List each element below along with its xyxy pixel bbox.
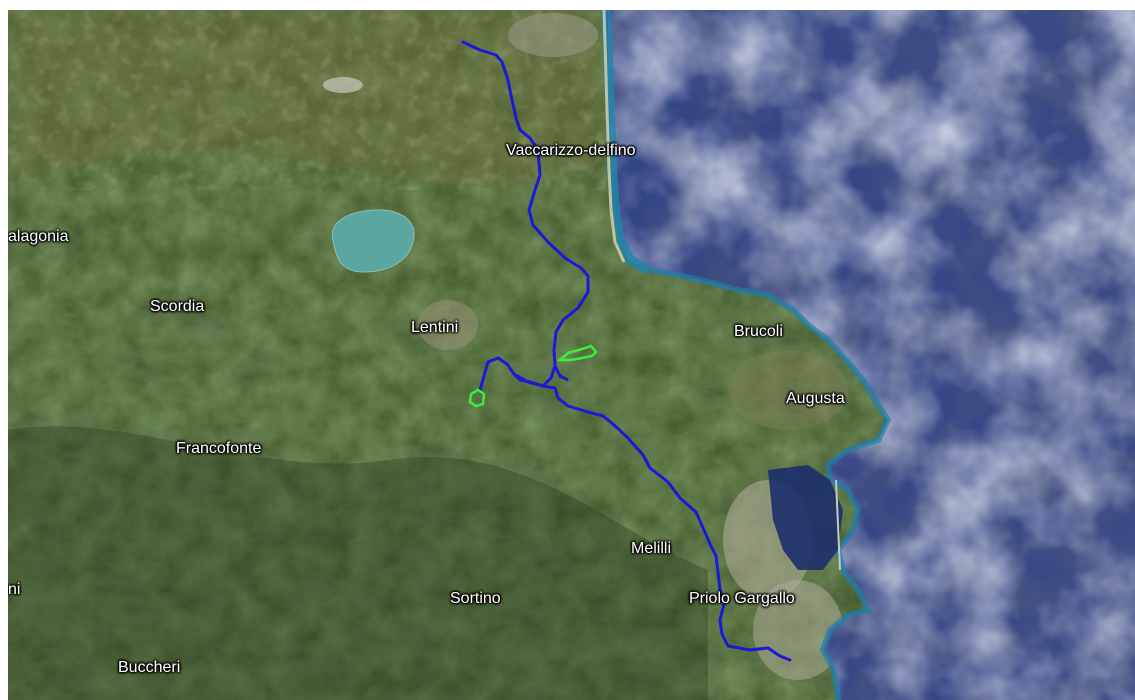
map-imagery: [8, 10, 1135, 700]
satellite-map-view[interactable]: Vaccarizzo-delfino alagonia Scordia Lent…: [8, 10, 1135, 700]
route-loop-west: [468, 388, 486, 408]
route-loop-east: [556, 344, 598, 362]
